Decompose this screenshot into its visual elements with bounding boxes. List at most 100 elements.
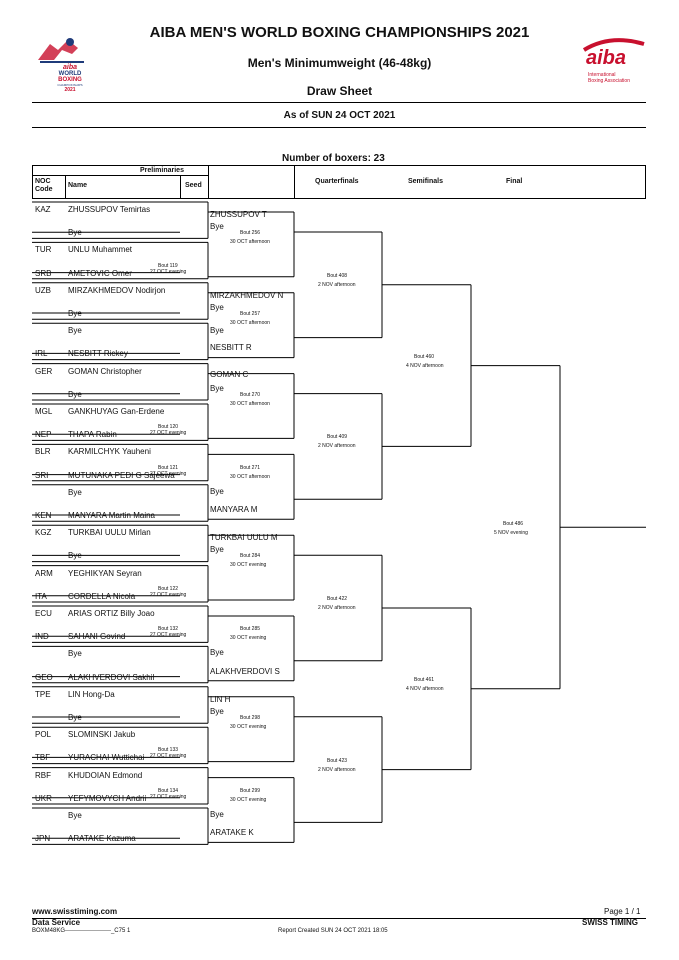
as-of-date: As of SUN 24 OCT 2021 (283, 110, 396, 121)
entry-name: MUTUNAKA PEDI G Sajeewa (68, 470, 175, 480)
final-header: Final (506, 178, 523, 185)
r16-bottom-name: Bye (210, 383, 224, 393)
entry-name: AMETOVIC Omer (68, 268, 132, 278)
prelim-bout-time: 27 OCT evening (150, 632, 187, 639)
entry-name: GOMAN Christopher (68, 366, 142, 376)
entry-noc: GEO (35, 672, 53, 682)
entry-name: ALAKHVERDOVI Sakhil (68, 672, 155, 682)
entry-noc: ARM (35, 568, 53, 578)
entry-name: ARIAS ORTIZ Billy Joao (68, 609, 155, 618)
r16-bottom-name: ARATAKE K (210, 828, 254, 838)
entry-name: SAHANI Govind (68, 632, 126, 642)
semifinals-header: Semifinals (408, 178, 444, 185)
entry-noc: BLR (35, 447, 51, 457)
r16-bout-number: Bout 257 (240, 311, 261, 317)
r16-bout-number: Bout 256 (240, 230, 261, 237)
sf-bout-number: Bout 461 (414, 676, 435, 683)
entry-noc: KAZ (35, 205, 51, 214)
prelim-bout-number: Bout 133 (158, 747, 179, 754)
entry-name: Bye (68, 713, 82, 722)
prelim-bout-number: Bout 134 (158, 787, 179, 794)
entry-noc: ECU (35, 609, 52, 618)
entry-noc: NEP (35, 430, 52, 440)
r16-top-name: ZHUSSUPOV T (210, 210, 267, 219)
qf-bout-time: 2 NOV afternoon (318, 766, 356, 773)
r16-top-name: Bye (210, 486, 224, 496)
r16-bottom-name: MANYARA M (210, 505, 258, 514)
entry-name: UNLU Muhammet (68, 245, 133, 255)
entry-noc: JPN (35, 834, 51, 844)
draw-sheet-label: Draw Sheet (306, 84, 373, 98)
prelim-bout-number: Bout 121 (158, 464, 179, 471)
sf-bout-number: Bout 460 (414, 353, 435, 360)
entry-name: SLOMINSKI Jakub (68, 730, 136, 740)
r16-bout-time: 30 OCT evening (230, 635, 267, 642)
prelim-bout-time: 27 OCT evening (150, 470, 187, 477)
entry-noc: MGL (35, 407, 53, 416)
entry-name: Bye (68, 649, 82, 659)
swiss-timing-brand: SWISS TIMING (582, 918, 638, 927)
header-rule (32, 102, 646, 103)
r16-top-name: MIRZAKHMEDOV N (210, 290, 284, 300)
r16-top-name: LIN H (210, 694, 231, 704)
final-bout-number: Bout 486 (503, 521, 524, 528)
entry-name: Bye (68, 309, 82, 318)
entry-name: Bye (68, 487, 82, 497)
entry-name: Bye (68, 389, 82, 399)
prelim-bout-number: Bout 119 (158, 262, 178, 269)
prelim-bout-number: Bout 122 (158, 585, 179, 592)
website-link[interactable]: www.swisstiming.com (32, 907, 118, 916)
entry-name: CORDELLA Nicola (68, 591, 136, 601)
entry-noc: SRB (35, 268, 52, 278)
r16-bout-time: 30 OCT afternoon (230, 400, 270, 407)
r16-bout-number: Bout 284 (240, 553, 261, 560)
entry-name: LIN Hong-Da (68, 689, 115, 699)
entry-name: THAPA Rabin (68, 430, 117, 440)
r16-bottom-name: ALAKHVERDOVI S (210, 666, 280, 676)
prelim-bout-time: 27 OCT evening (150, 268, 187, 275)
entry-name: Bye (68, 551, 82, 561)
r16-bottom-name: NESBITT R (210, 343, 252, 353)
seed-header: Seed (185, 182, 202, 189)
entry-name: MIRZAKHMEDOV Nodirjon (68, 285, 166, 295)
qf-bout-number: Bout 408 (327, 272, 348, 279)
r16-top-name: Bye (210, 326, 224, 336)
qf-bout-time: 2 NOV afternoon (318, 443, 356, 450)
entry-name: TURKBAI UULU Mirlan (68, 528, 151, 538)
data-service-label: Data Service (32, 918, 81, 927)
final-bout-time: 5 NOV evening (494, 530, 528, 537)
r16-bout-number: Bout 271 (240, 464, 261, 471)
r16-top-name: GOMAN C (210, 369, 249, 379)
r16-bout-number: Bout 298 (240, 715, 261, 721)
r16-bout-time: 30 OCT afternoon (230, 239, 270, 246)
r16-top-name: Bye (210, 810, 224, 819)
sf-bout-time: 4 NOV afternoon (406, 685, 444, 692)
r16-bout-number: Bout 299 (240, 788, 261, 794)
entry-noc: KGZ (35, 528, 52, 538)
qf-bout-number: Bout 409 (327, 434, 348, 441)
weight-class-subtitle: Men's Minimumweight (46-48kg) (247, 56, 432, 70)
r16-bout-time: 30 OCT afternoon (230, 473, 270, 480)
entry-noc: UZB (35, 285, 51, 295)
prelim-bout-time: 27 OCT evening (150, 753, 187, 760)
name-header: Name (68, 182, 88, 189)
entry-noc: RBF (35, 770, 51, 780)
r16-top-name: TURKBAI UULU M (210, 533, 278, 543)
entry-name: YEFYMOVYCH Andrii (68, 793, 147, 803)
entry-noc: IND (35, 632, 49, 642)
entry-noc: GER (35, 366, 53, 376)
r16-bottom-name: Bye (210, 545, 224, 555)
r16-bout-number: Bout 270 (240, 391, 261, 398)
preliminaries-header: Preliminaries (140, 167, 184, 174)
r16-bottom-name: Bye (210, 222, 224, 232)
noc-code-header: NOC Code (35, 178, 53, 193)
entry-noc: UKR (35, 793, 52, 803)
entry-name: MANYARA Martin Maina (68, 511, 155, 520)
entry-name: KHUDOIAN Edmond (68, 770, 143, 780)
qf-bout-time: 2 NOV afternoon (318, 281, 356, 288)
r16-bottom-name: Bye (210, 707, 224, 716)
entry-name: YEGHIKYAN Seyran (68, 568, 142, 578)
entry-noc: IRL (35, 349, 48, 359)
qf-bout-time: 2 NOV afternoon (318, 605, 356, 611)
